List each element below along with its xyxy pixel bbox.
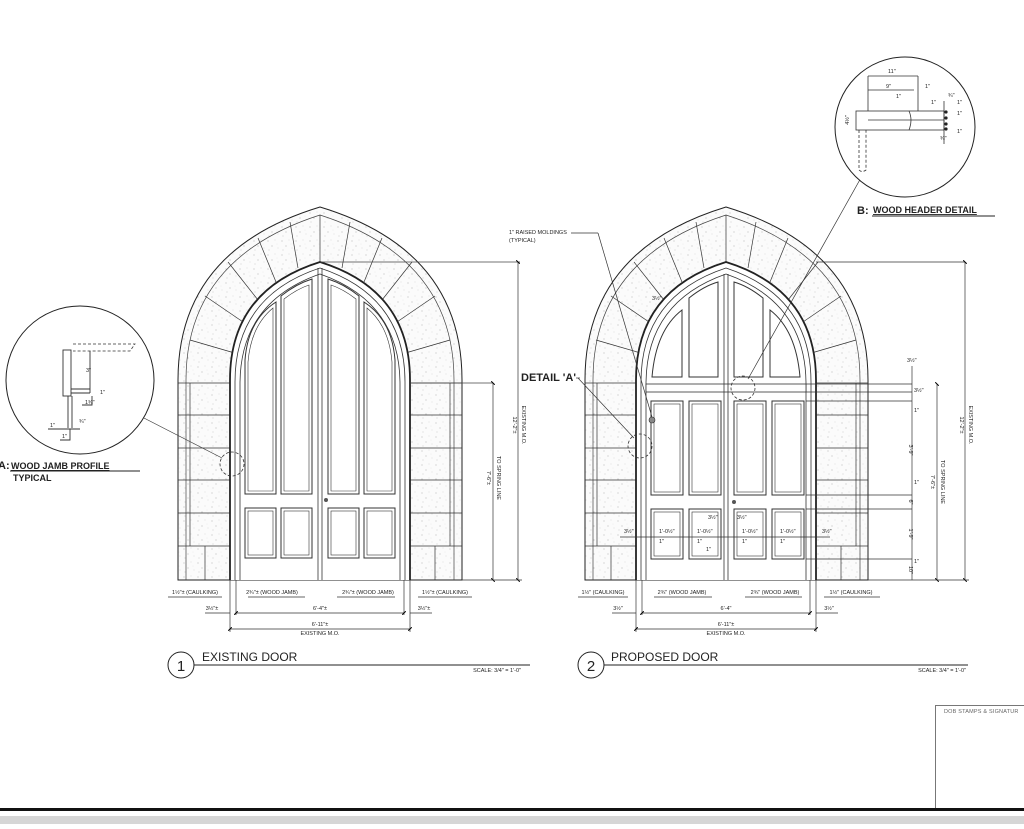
stack-dim-2: 1" [914, 408, 919, 414]
detail-b-dim: 1" [957, 111, 962, 117]
panel-width-dim: 1'-0½" [742, 528, 758, 535]
stile-dim: 3½" [624, 528, 634, 535]
detail-b-dim: 11" [888, 69, 896, 75]
jamb-left-dim: 2¾"± (WOOD JAMB) [246, 590, 298, 596]
existing-door-elevation: 7'-6"± TO SPRING LINE 12'-2"± EXISTING M… [139, 206, 530, 679]
detail-b-dim: 1" [957, 129, 962, 135]
detail-b-dim: 1" [931, 100, 936, 106]
door-knob-icon [324, 498, 328, 502]
offset-right-dim: 3½" [824, 605, 834, 612]
mo-label: EXISTING M.O. [300, 631, 340, 637]
stack-dim-8: 10" [907, 566, 913, 574]
detail-a-callout: DETAIL 'A' [521, 372, 576, 384]
detail-a-dim: 1" [62, 434, 67, 440]
detail-b-tag: B: [857, 205, 869, 217]
detail-a-tag: A: [0, 460, 10, 472]
door-width-dim: 6'-4"± [313, 606, 327, 612]
offset-right-dim: 3½"± [418, 605, 431, 612]
total-height-label: EXISTING M.O. [520, 405, 526, 445]
detail-a-dim: 3" [86, 368, 91, 374]
raised-moldings-sub: (TYPICAL) [509, 238, 536, 244]
proposed-door-elevation: 1" RAISED MOLDINGS (TYPICAL) DETAIL 'A' … [509, 175, 973, 679]
caulking-right-dim: 1½"± (CAULKING) [422, 589, 468, 596]
detail-a-dim: 1¾" [85, 400, 95, 406]
rail-dim: 3½" [708, 514, 718, 521]
stack-dim-3: 3'-9" [907, 445, 913, 456]
drawing-title: PROPOSED DOOR [611, 650, 719, 664]
panel-width-dim: 1'-0½" [659, 528, 675, 535]
drawing-scale: SCALE: 3/4" = 1'-0" [918, 668, 966, 674]
stack-dim-1: 3½" [914, 387, 924, 394]
rail-one-dim: 1" [697, 539, 702, 545]
rail-one-dim: 1" [659, 539, 664, 545]
total-height-label: EXISTING M.O. [967, 405, 973, 445]
caulking-right-dim: 1½" (CAULKING) [830, 589, 873, 596]
detail-b-dim: 1" [925, 84, 930, 90]
detail-b-dim: 1" [896, 94, 901, 100]
detail-b-dim: ¾" [948, 93, 955, 99]
rail-dim: 3½" [737, 514, 747, 521]
mo-width-dim: 6'-11"± [312, 622, 329, 628]
detail-b-dim: 9" [886, 84, 891, 90]
detail-a-title: WOOD JAMB PROFILE [11, 461, 110, 471]
offset-left-dim: 3½" [613, 605, 623, 612]
detail-a-subtitle: TYPICAL [13, 473, 52, 483]
detail-b-wood-header-detail: 11" 9" 1" 1" ¾" 1" 1" 1" 1" ¾" 4½" B: WO… [834, 56, 995, 217]
detail-b-dim: ¾" [940, 136, 947, 142]
rail-one-dim: 1" [780, 539, 785, 545]
stile-dim: 3½" [822, 528, 832, 535]
offset-left-dim: 3½"± [206, 605, 219, 612]
detail-b-title: WOOD HEADER DETAIL [873, 205, 977, 215]
panel-width-dim: 1'-0½" [780, 528, 796, 535]
door-knob-icon [732, 500, 736, 504]
stack-dim-7: 1" [914, 559, 919, 565]
arch-offset-dim: 3½" [652, 295, 662, 302]
drawing-scale: SCALE: 3/4" = 1'-0" [473, 668, 521, 674]
spring-line-label: TO SPRING LINE [495, 456, 501, 500]
jamb-right-dim: 2¾"± (WOOD JAMB) [342, 590, 394, 596]
stack-dim-0: 3½" [907, 357, 917, 364]
drawing-number: 2 [587, 658, 595, 675]
total-height-dim: 12'-2"± [511, 416, 517, 433]
spring-line-label: TO SPRING LINE [939, 460, 945, 504]
detail-a-dim: 1" [100, 390, 105, 396]
jamb-right-dim: 2¾" (WOOD JAMB) [751, 590, 800, 596]
rail-one-dim: 1" [742, 539, 747, 545]
caulking-left-dim: 1½"± (CAULKING) [172, 589, 218, 596]
panel-width-dim: 1'-0½" [697, 528, 713, 535]
total-height-dim: 12'-2"± [958, 416, 964, 433]
stack-dim-6: 1'-9" [907, 529, 913, 540]
detail-a-dim: ¾" [79, 419, 86, 425]
stack-dim-4: 1" [914, 480, 919, 486]
door-width-dim: 6'-4" [721, 606, 732, 612]
spring-height-dim: 7'-6"± [485, 471, 491, 485]
mo-width-dim: 6'-11"± [718, 622, 735, 628]
detail-a-dim: 1" [50, 423, 55, 429]
stamp-box-label: DOB STAMPS & SIGNATUR [944, 709, 1019, 715]
rail-one-dim: 1" [706, 547, 711, 553]
caulking-left-dim: 1½" (CAULKING) [582, 589, 625, 596]
mo-label: EXISTING M.O. [706, 631, 746, 637]
detail-b-dim: 1" [957, 100, 962, 106]
viewer-scroll-strip [0, 816, 1024, 824]
detail-a-wood-jamb-profile: 3" 1" 1¾" 1" ¾" 1" A: WOOD JAMB PROFILE … [0, 305, 155, 483]
raised-moldings-callout: 1" RAISED MOLDINGS [509, 230, 567, 236]
dob-stamps-signature-box: DOB STAMPS & SIGNATUR [935, 705, 1024, 810]
drawing-number: 1 [177, 658, 185, 675]
stack-dim-5: 6" [907, 499, 913, 504]
spring-height-dim: 7'-6"± [929, 475, 935, 489]
jamb-left-dim: 2¾" (WOOD JAMB) [658, 590, 707, 596]
sheet-border-line [0, 808, 1024, 811]
drawing-title: EXISTING DOOR [202, 650, 298, 664]
detail-b-dim: 4½" [844, 115, 851, 125]
